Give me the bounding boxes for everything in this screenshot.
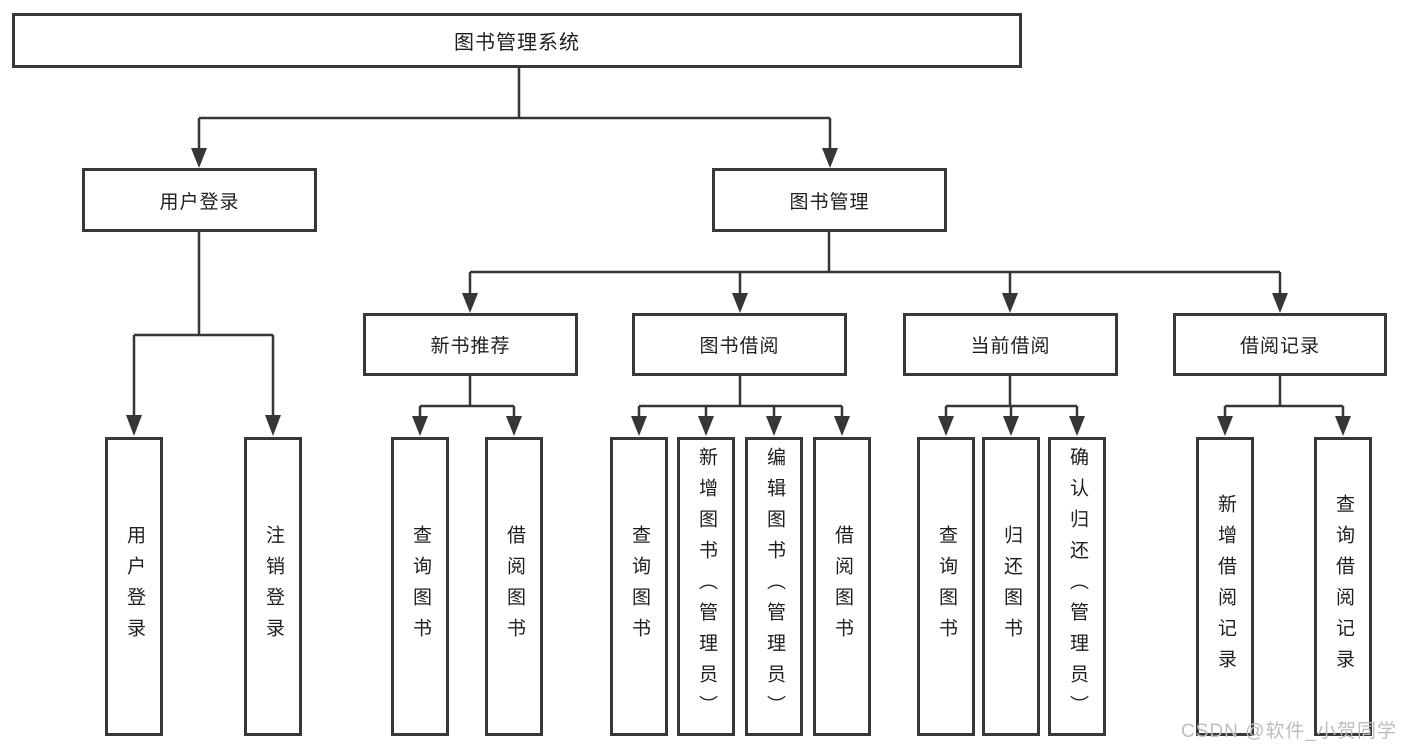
- connector-root-to-level2: [191, 68, 838, 168]
- leaf-query-borrow-record-label: 查询借阅记录: [1332, 493, 1354, 680]
- connector-book-management-branch: [462, 232, 1288, 313]
- leaf-query-books-borrowing: 查询图书: [610, 437, 668, 736]
- node-new-book-recommend-label: 新书推荐: [430, 336, 511, 357]
- leaf-borrow-books-recommend: 借阅图书: [485, 437, 543, 736]
- leaf-add-borrow-record: 新增借阅记录: [1196, 437, 1254, 736]
- node-book-management: 图书管理: [712, 168, 947, 232]
- leaf-add-book-admin-label: 新增图书（管理员）: [695, 447, 717, 726]
- node-borrow-records: 借阅记录: [1173, 313, 1387, 376]
- leaf-confirm-return-admin: 确认归还（管理员）: [1048, 437, 1106, 736]
- connector-book-borrow-branch: [631, 376, 850, 436]
- leaf-borrow-books-borrowing-label: 借阅图书: [831, 524, 853, 649]
- leaf-logout: 注销登录: [244, 437, 302, 736]
- node-current-borrowing: 当前借阅: [903, 313, 1118, 376]
- connector-borrow-record-branch: [1217, 376, 1351, 436]
- node-root: 图书管理系统: [12, 13, 1022, 68]
- leaf-confirm-return-admin-label: 确认归还（管理员）: [1066, 447, 1088, 726]
- leaf-query-books-recommend: 查询图书: [391, 437, 449, 736]
- node-user-login-label: 用户登录: [159, 191, 240, 213]
- leaf-user-login-label: 用户登录: [123, 524, 145, 649]
- node-book-borrowing-label: 图书借阅: [699, 336, 780, 357]
- node-book-management-label: 图书管理: [789, 191, 870, 213]
- node-current-borrowing-label: 当前借阅: [970, 336, 1051, 357]
- leaf-add-borrow-record-label: 新增借阅记录: [1214, 493, 1236, 680]
- leaf-borrow-books-recommend-label: 借阅图书: [503, 524, 525, 649]
- node-user-login: 用户登录: [82, 168, 317, 232]
- leaf-logout-label: 注销登录: [262, 524, 284, 649]
- leaf-borrow-books-borrowing: 借阅图书: [813, 437, 871, 736]
- node-book-borrowing: 图书借阅: [632, 313, 847, 376]
- leaf-query-borrow-record: 查询借阅记录: [1314, 437, 1372, 736]
- connector-current-borrow-branch: [938, 376, 1085, 436]
- leaf-user-login: 用户登录: [105, 437, 163, 736]
- node-root-label: 图书管理系统: [454, 32, 580, 54]
- leaf-add-book-admin: 新增图书（管理员）: [677, 437, 735, 736]
- leaf-edit-book-admin: 编辑图书（管理员）: [745, 437, 803, 736]
- leaf-edit-book-admin-label: 编辑图书（管理员）: [763, 447, 785, 726]
- leaf-return-book: 归还图书: [982, 437, 1040, 736]
- leaf-return-book-label: 归还图书: [1000, 524, 1022, 649]
- node-borrow-records-label: 借阅记录: [1239, 336, 1320, 357]
- leaf-query-books-borrowing-label: 查询图书: [628, 524, 650, 649]
- leaf-query-books-current-label: 查询图书: [935, 524, 957, 649]
- connector-new-book-branch: [412, 376, 522, 436]
- connector-user-login-branch: [126, 232, 281, 436]
- node-new-book-recommend: 新书推荐: [363, 313, 578, 376]
- leaf-query-books-current: 查询图书: [917, 437, 975, 736]
- leaf-query-books-recommend-label: 查询图书: [409, 524, 431, 649]
